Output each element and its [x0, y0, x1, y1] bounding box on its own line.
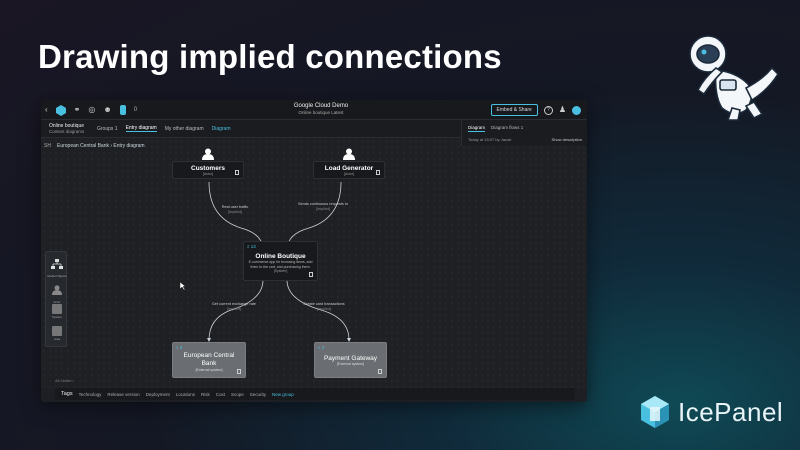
app-window: ‹ ⚭ ◎ ☻ 0 Google Cloud Demo Online bouti… [41, 100, 587, 402]
diagram-button[interactable]: Diagram [211, 125, 231, 132]
node-payment-gateway[interactable]: ⌕ 2 Payment Gateway [External system] [314, 342, 387, 378]
app-logo-icon[interactable] [55, 104, 66, 116]
connection-card[interactable] [286, 279, 351, 342]
node-load-generator[interactable]: Load Generator [Actor] [313, 148, 385, 179]
add-user-icon[interactable]: ♟ [558, 105, 566, 114]
tag-group-scope[interactable]: Scope [230, 391, 244, 397]
slide-title: Drawing implied connections [38, 38, 502, 75]
people-icon[interactable]: ☻ [103, 105, 112, 114]
tag-group-technology[interactable]: Technology [78, 391, 102, 397]
breadcrumb[interactable]: European Central Bank › Entry diagram [57, 143, 145, 149]
connection-label-synthetic[interactable]: Sends continuous requests to [Implied] [297, 202, 349, 211]
project-info[interactable]: Online boutique Context diagrams [49, 123, 85, 134]
app-topbar: ‹ ⚭ ◎ ☻ 0 Google Cloud Demo Online bouti… [41, 100, 587, 120]
area-icon [52, 326, 62, 336]
right-panel: Diagram Diagram flows 1 Today at 15:07 b… [461, 120, 587, 146]
landscape-title[interactable]: Google Cloud Demo Online boutique Latest [261, 103, 381, 115]
hierarchy-icon [51, 259, 63, 269]
tag-group-security[interactable]: Security [249, 391, 267, 397]
avatar[interactable] [572, 105, 581, 115]
tag-group-locations[interactable]: Locations [175, 391, 195, 397]
connection-exchange[interactable] [207, 279, 264, 342]
tag-group-cost[interactable]: Cost [215, 391, 225, 397]
tool-area[interactable]: Area [46, 326, 68, 341]
last-updated: Today at 15:07 by Jacob [468, 137, 512, 142]
document-icon[interactable] [309, 272, 313, 277]
connection-real-traffic[interactable] [208, 181, 265, 252]
icepanel-logo-icon [641, 396, 669, 428]
astronaut-mascot-icon [689, 35, 780, 121]
person-icon [202, 148, 214, 160]
tag-group-release-version[interactable]: Release version [107, 391, 140, 397]
node-online-boutique[interactable]: ⌕ 13 Online Boutique E-commerce app for … [243, 241, 318, 281]
zoom-badge[interactable]: ⌕ 2 [318, 345, 325, 350]
connection-label-exchange[interactable]: Get current exchange rate [Implied] [211, 302, 257, 311]
hidden-objects-label[interactable]: All hidden [55, 378, 73, 383]
zoom-badge[interactable]: ⌕ 3 [176, 345, 183, 350]
tool-model-objects[interactable]: Model Objects [46, 256, 68, 278]
help-icon[interactable]: ? [543, 105, 553, 115]
connection-synthetic[interactable] [285, 181, 342, 252]
notification-badge[interactable] [119, 105, 126, 115]
brand-logo: IcePanel [640, 395, 783, 429]
version-label: Online boutique [298, 110, 330, 115]
person-icon [343, 148, 355, 160]
document-icon[interactable] [378, 369, 382, 374]
tab-my-other-diagram[interactable]: My other diagram [164, 125, 204, 132]
document-icon[interactable] [235, 170, 239, 175]
connection-label-real-traffic[interactable]: Real user traffic [Implied] [221, 205, 249, 214]
tool-actor[interactable]: Actor [46, 282, 68, 304]
landscape-name: Google Cloud Demo [293, 103, 349, 109]
diagram-subbar: Online boutique Context diagrams Groups … [41, 120, 587, 138]
object-toolbox: Model Objects Actor System Area [45, 251, 67, 347]
chevron-left-icon[interactable]: ‹ [45, 105, 48, 114]
tab-entry-diagram[interactable]: Entry diagram [125, 125, 157, 132]
notification-count: 0 [133, 107, 138, 113]
diagram-canvas[interactable]: SH European Central Bank › Entry diagram… [41, 138, 587, 388]
connection-label-card[interactable]: Create card transactions [Implied] [303, 302, 345, 311]
tool-system[interactable]: System [46, 304, 68, 319]
node-customers[interactable]: Customers [Actor] [172, 148, 244, 179]
groups-dropdown[interactable]: Groups 1 [97, 125, 118, 132]
sidebar-toggle[interactable]: SH [44, 143, 51, 149]
document-icon[interactable] [376, 170, 380, 175]
version-tag[interactable]: Latest [331, 110, 344, 115]
globe-icon[interactable]: ◎ [88, 105, 96, 114]
embed-share-button[interactable]: Embed & Share [490, 104, 538, 116]
tag-group-risk[interactable]: Risk [200, 391, 210, 397]
link-icon[interactable]: ⚭ [73, 105, 81, 114]
system-icon [52, 304, 62, 314]
tags-bar: Tags Technology Release version Deployme… [55, 388, 575, 400]
show-description-link[interactable]: Show description [551, 137, 582, 142]
node-european-central-bank[interactable]: ⌕ 3 European Central Bank [External syst… [172, 342, 246, 378]
tag-group-deployment[interactable]: Deployment [145, 391, 170, 397]
new-group-button[interactable]: New group [272, 391, 294, 397]
tab-diagram-flows[interactable]: Diagram flows 1 [491, 125, 524, 130]
document-icon[interactable] [237, 369, 241, 374]
mouse-cursor-icon [180, 282, 186, 290]
tags-toggle[interactable]: Tags [61, 391, 73, 397]
brand-name: IcePanel [678, 396, 784, 427]
person-icon [52, 285, 62, 295]
tab-diagram[interactable]: Diagram [468, 125, 486, 132]
zoom-badge[interactable]: ⌕ 13 [247, 244, 256, 249]
